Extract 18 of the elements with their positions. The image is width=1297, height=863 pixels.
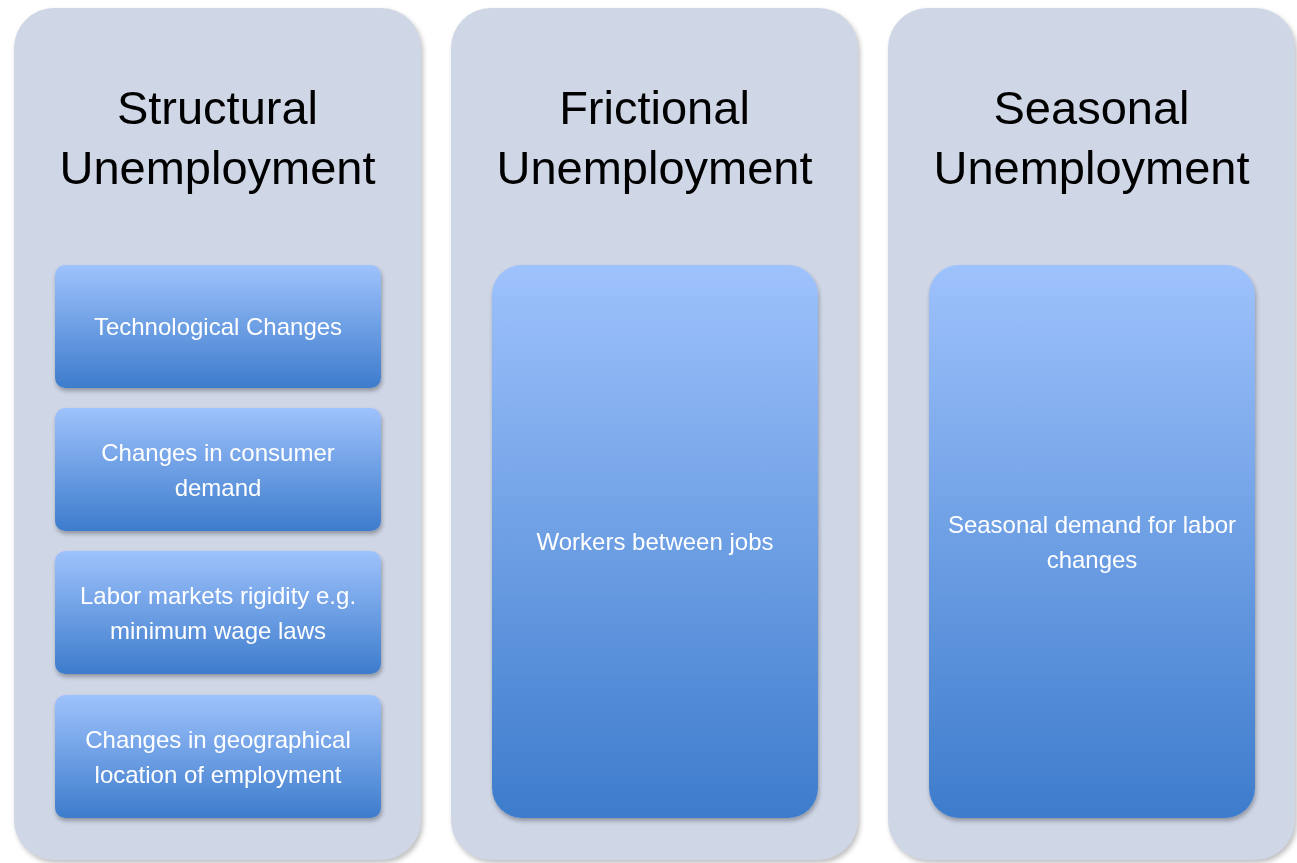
cause-box: [55, 408, 381, 531]
column-panel: [451, 8, 858, 860]
column-heading: Frictional Unemployment: [495, 80, 814, 196]
cause-box: [929, 265, 1255, 818]
cause-text: Technological Changes: [93, 312, 343, 342]
cause-text: Changes in geographical location of employment: [84, 724, 352, 790]
cause-text: Labor markets rigidity e.g. minimum wage laws: [78, 580, 358, 646]
column-heading: Structural Unemployment: [58, 80, 377, 196]
cause-box: [492, 265, 818, 818]
cause-text: Changes in consumer demand: [100, 437, 336, 503]
column-panel: [14, 8, 421, 860]
cause-text: Seasonal demand for labor changes: [946, 509, 1238, 575]
cause-text: Workers between jobs: [536, 527, 774, 557]
cause-box: [55, 695, 381, 818]
column-panel: [888, 8, 1295, 860]
cause-box: [55, 551, 381, 674]
column-heading: Seasonal Unemployment: [932, 80, 1251, 196]
cause-box: [55, 265, 381, 388]
